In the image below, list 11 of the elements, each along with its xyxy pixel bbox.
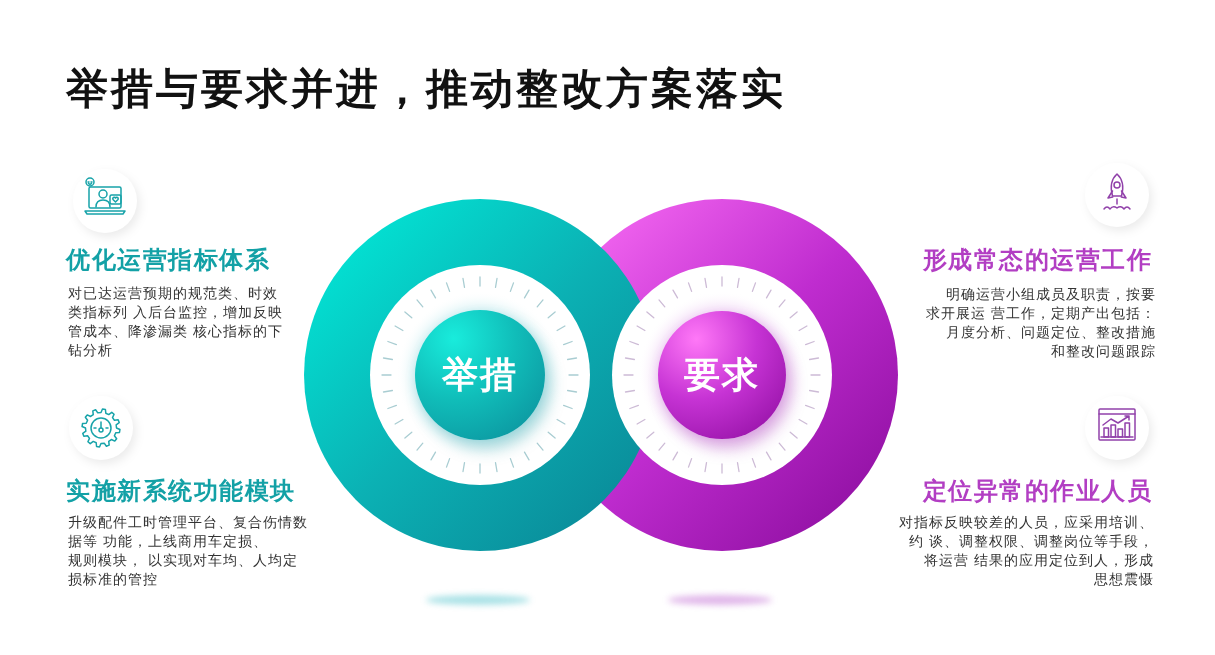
section-heading: 优化运营指标体系: [66, 245, 270, 276]
section-heading: 定位异常的作业人员: [922, 476, 1152, 507]
circle-label: 举措: [442, 353, 518, 397]
description-text: 对已达运营预期的规范类、时效类指标列 入后台监控，增加反映管成本、降渗漏类 核心指标的下钻分析: [68, 284, 285, 360]
description-text: 对指标反映较差的人员，应采用培训、约 谈、调整权限、调整岗位等手段，将运营 结果的应用定位到人，形成思想震慑: [898, 513, 1154, 589]
section-heading: 形成常态的运营工作: [922, 245, 1152, 276]
description-text: 升级配件工时管理平台、复合伤情数据等 功能，上线商用车定损、规则模块， 以实现对车均、人均定损标准的管控: [68, 513, 309, 589]
circle-label: 要求: [684, 353, 760, 397]
section-heading: 实施新系统功能模块: [66, 476, 296, 507]
page-title: 举措与要求并进，推动整改方案落实: [66, 63, 786, 115]
description-text: 明确运营小组成员及职责，按要求开展运 营工作，定期产出包括：月度分析、问题定位、整改措施和整改问题跟踪: [924, 285, 1156, 361]
